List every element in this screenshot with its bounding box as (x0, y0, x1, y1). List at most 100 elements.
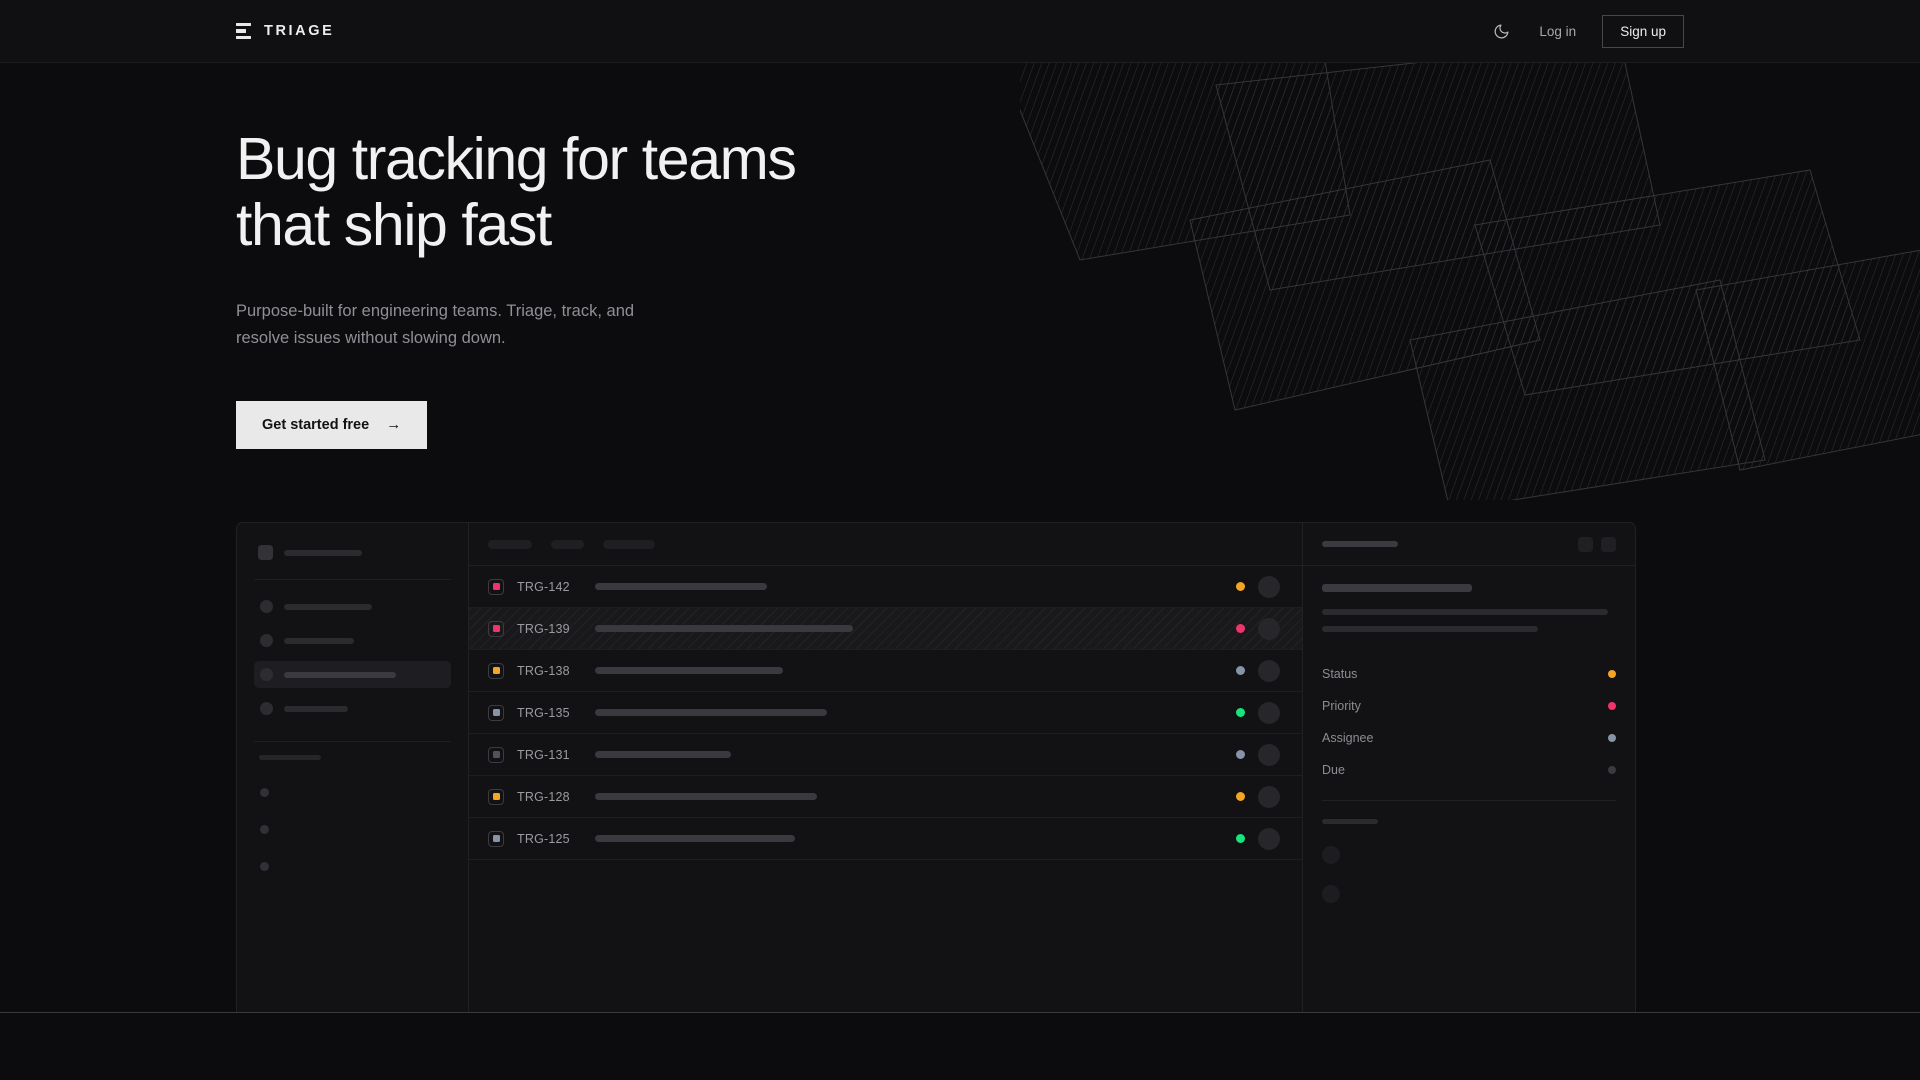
avatar[interactable] (1258, 659, 1280, 682)
issue-id: TRG-131 (517, 747, 570, 762)
sidebar-sub-item-1[interactable] (254, 782, 451, 803)
priority-icon[interactable] (488, 578, 504, 595)
detail-title-placeholder (1322, 541, 1398, 547)
status-dot (1236, 750, 1245, 759)
avatar[interactable] (1258, 743, 1280, 766)
avatar[interactable] (1258, 575, 1280, 598)
bullet-icon (260, 862, 269, 871)
hero-section: Bug tracking for teams that ship fast Pu… (0, 63, 1920, 449)
sidebar-item-2[interactable] (254, 627, 451, 654)
table-row[interactable]: TRG-135 (469, 692, 1302, 734)
priority-icon[interactable] (488, 704, 504, 721)
get-started-button[interactable]: Get started free → (236, 400, 428, 449)
priority-icon[interactable] (488, 830, 504, 847)
status-dot (1236, 708, 1245, 717)
workspace-avatar (258, 545, 273, 560)
issue-title-placeholder (595, 583, 767, 590)
bullet-icon (260, 825, 269, 834)
detail-field-assignee[interactable]: Assignee (1322, 722, 1616, 754)
issue-title-placeholder (595, 625, 853, 632)
sidebar-item-label-placeholder (284, 603, 372, 610)
status-dot (1236, 582, 1245, 591)
detail-issue-title-placeholder (1322, 584, 1472, 592)
toolbar-group-placeholder[interactable] (603, 539, 655, 549)
avatar[interactable] (1258, 617, 1280, 640)
issue-title-placeholder (595, 709, 827, 716)
field-label: Assignee (1322, 731, 1374, 745)
sidebar-item-label-placeholder (284, 705, 348, 712)
row-meta (1236, 617, 1302, 640)
field-value-dot (1608, 734, 1616, 742)
detail-desc-line-2 (1322, 626, 1538, 632)
avatar[interactable] (1258, 827, 1280, 850)
detail-field-status[interactable]: Status (1322, 658, 1616, 690)
field-value-dot (1608, 670, 1616, 678)
sidebar-item-icon (260, 702, 273, 715)
row-meta (1236, 743, 1302, 766)
get-started-label: Get started free (262, 416, 370, 433)
detail-field-priority[interactable]: Priority (1322, 690, 1616, 722)
row-meta (1236, 701, 1302, 724)
status-dot (1236, 666, 1245, 675)
row-meta (1236, 785, 1302, 808)
sidebar-sub-item-2[interactable] (254, 819, 451, 840)
avatar[interactable] (1258, 701, 1280, 724)
issue-id: TRG-128 (517, 789, 570, 804)
detail-comment-1 (1322, 846, 1616, 864)
row-meta (1236, 827, 1302, 850)
priority-icon[interactable] (488, 662, 504, 679)
table-row[interactable]: TRG-128 (469, 776, 1302, 818)
issue-title-placeholder (595, 793, 817, 800)
detail-action-button-2[interactable] (1601, 536, 1616, 552)
issue-id: TRG-139 (517, 621, 570, 636)
toolbar-filter-placeholder[interactable] (488, 539, 532, 549)
workspace-name-placeholder (284, 549, 362, 556)
mockup-baseline-rule (0, 1012, 1920, 1013)
detail-field-due[interactable]: Due (1322, 754, 1616, 786)
field-label: Status (1322, 667, 1358, 681)
logo-text: TRIAGE (264, 23, 335, 39)
login-link[interactable]: Log in (1539, 23, 1577, 39)
priority-icon[interactable] (488, 788, 504, 805)
priority-icon[interactable] (488, 620, 504, 637)
signup-button[interactable]: Sign up (1602, 14, 1684, 48)
avatar (1322, 846, 1340, 864)
detail-comment-2 (1322, 885, 1616, 903)
sidebar-divider-bottom (254, 741, 451, 742)
priority-icon[interactable] (488, 746, 504, 763)
sidebar-item-3-active[interactable] (254, 661, 451, 688)
sidebar-sub-item-3[interactable] (254, 856, 451, 877)
field-value-dot (1608, 766, 1616, 774)
table-row[interactable]: TRG-138 (469, 650, 1302, 692)
moon-icon (1494, 24, 1509, 38)
brand[interactable]: TRIAGE (236, 22, 335, 40)
page-title: Bug tracking for teams that ship fast (236, 126, 797, 259)
sidebar-item-label-placeholder (284, 671, 396, 678)
sidebar-item-4[interactable] (254, 695, 451, 722)
theme-toggle-button[interactable] (1489, 19, 1513, 43)
sidebar-item-1[interactable] (254, 593, 451, 620)
issue-id: TRG-125 (517, 831, 570, 846)
toolbar-sort-placeholder[interactable] (551, 539, 584, 549)
table-row[interactable]: TRG-125 (469, 818, 1302, 860)
table-row[interactable]: TRG-139 (469, 608, 1302, 650)
status-dot (1236, 834, 1245, 843)
avatar[interactable] (1258, 785, 1280, 808)
detail-header (1303, 523, 1635, 566)
status-dot (1236, 792, 1245, 801)
detail-action-button-1[interactable] (1578, 536, 1593, 552)
issue-title-placeholder (595, 667, 783, 674)
detail-desc-line-1 (1322, 609, 1608, 615)
issue-title-placeholder (595, 835, 795, 842)
workspace-switcher[interactable] (254, 541, 451, 560)
sidebar-item-icon (260, 634, 273, 647)
issue-list-toolbar (469, 523, 1302, 566)
table-row[interactable]: TRG-142 (469, 566, 1302, 608)
mockup-sidebar (237, 523, 469, 1012)
table-row[interactable]: TRG-131 (469, 734, 1302, 776)
